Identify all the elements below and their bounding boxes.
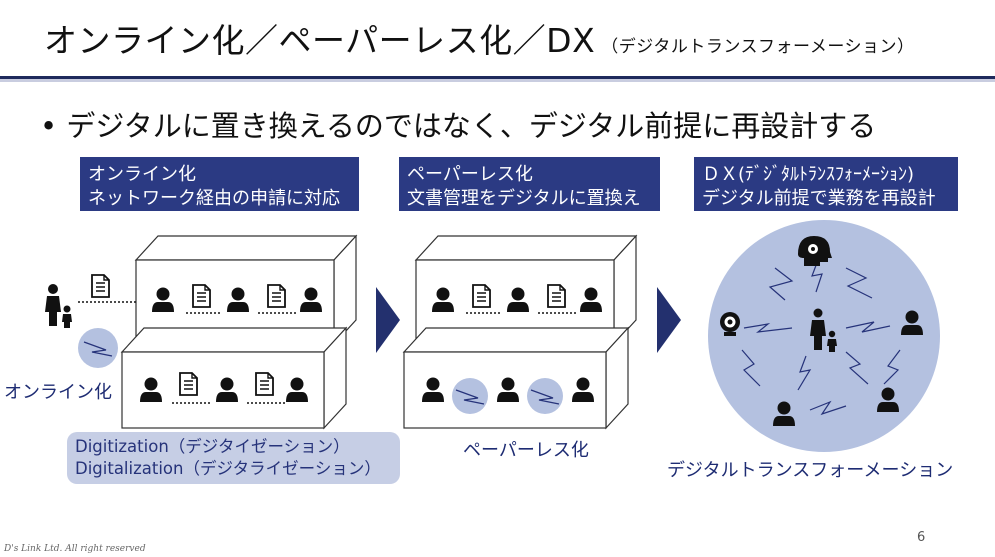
digitalization-line: Digitalization（デジタライゼーション）: [75, 459, 381, 478]
digitization-line: Digitization（デジタイゼーション）: [75, 437, 350, 456]
header-online: オンライン化 ネットワーク経由の申請に対応: [80, 157, 359, 211]
header-dx: ＤＸ(ﾃﾞｼﾞﾀﾙﾄﾗﾝｽﾌｫｰﾒｰｼｮﾝ) デジタル前提で業務を再設計: [694, 157, 958, 211]
header-paperless-line1: ペーパーレス化: [407, 164, 533, 185]
paperless-top-row: [432, 284, 602, 314]
label-paperless: ペーパーレス化: [463, 440, 589, 461]
copyright-notice: D's Link Ltd. All right reserved: [4, 544, 146, 554]
document-icon: [267, 284, 286, 308]
title-divider: [0, 76, 995, 79]
slide-title-sub: （デジタルトランスフォーメーション）: [601, 37, 915, 57]
arrow-right-icon: [657, 287, 681, 353]
header-online-line1: オンライン化: [88, 164, 196, 185]
slide-title: オンライン化／ペーパーレス化／DX（デジタルトランスフォーメーション）: [44, 14, 915, 62]
page-number: 6: [917, 530, 926, 545]
document-icon: [547, 284, 566, 308]
header-dx-line1: ＤＸ(ﾃﾞｼﾞﾀﾙﾄﾗﾝｽﾌｫｰﾒｰｼｮﾝ): [702, 164, 915, 185]
header-dx-line2: デジタル前提で業務を再設計: [702, 188, 936, 209]
slide-title-main: オンライン化／ペーパーレス化／DX: [44, 21, 596, 60]
label-online: オンライン化: [4, 382, 112, 403]
document-icon: [255, 372, 274, 396]
online-bottom-row: [140, 372, 308, 404]
webcam-icon: [720, 312, 740, 336]
header-paperless: ペーパーレス化 文書管理をデジタルに置換え: [399, 157, 660, 211]
document-icon: [179, 372, 198, 396]
online-top-row: [152, 284, 322, 314]
document-icon: [472, 284, 491, 308]
paperless-box-bottom: [402, 326, 630, 430]
document-icon: [192, 284, 211, 308]
header-paperless-line2: 文書管理をデジタルに置換え: [407, 188, 641, 209]
document-icon: [91, 274, 110, 298]
label-dx: デジタルトランスフォーメーション: [667, 460, 954, 481]
network-circle: [78, 328, 118, 368]
online-box-bottom: [120, 326, 348, 430]
ai-head-gear-icon: [798, 236, 832, 266]
arrow-right-icon: [376, 287, 400, 353]
header-online-line2: ネットワーク経由の申請に対応: [88, 188, 340, 209]
paperless-bottom-row: [422, 377, 594, 414]
digitization-callout: Digitization（デジタイゼーション） Digitalization（デ…: [67, 432, 400, 484]
citizen-family-icon: [45, 284, 72, 328]
dx-network-links: [741, 259, 901, 416]
title-divider-shadow: [0, 79, 995, 82]
dx-citizen-family-icon: [810, 308, 837, 352]
main-bullet: • デジタルに置き換えるのではなく、デジタル前提に再設計する: [40, 109, 877, 143]
